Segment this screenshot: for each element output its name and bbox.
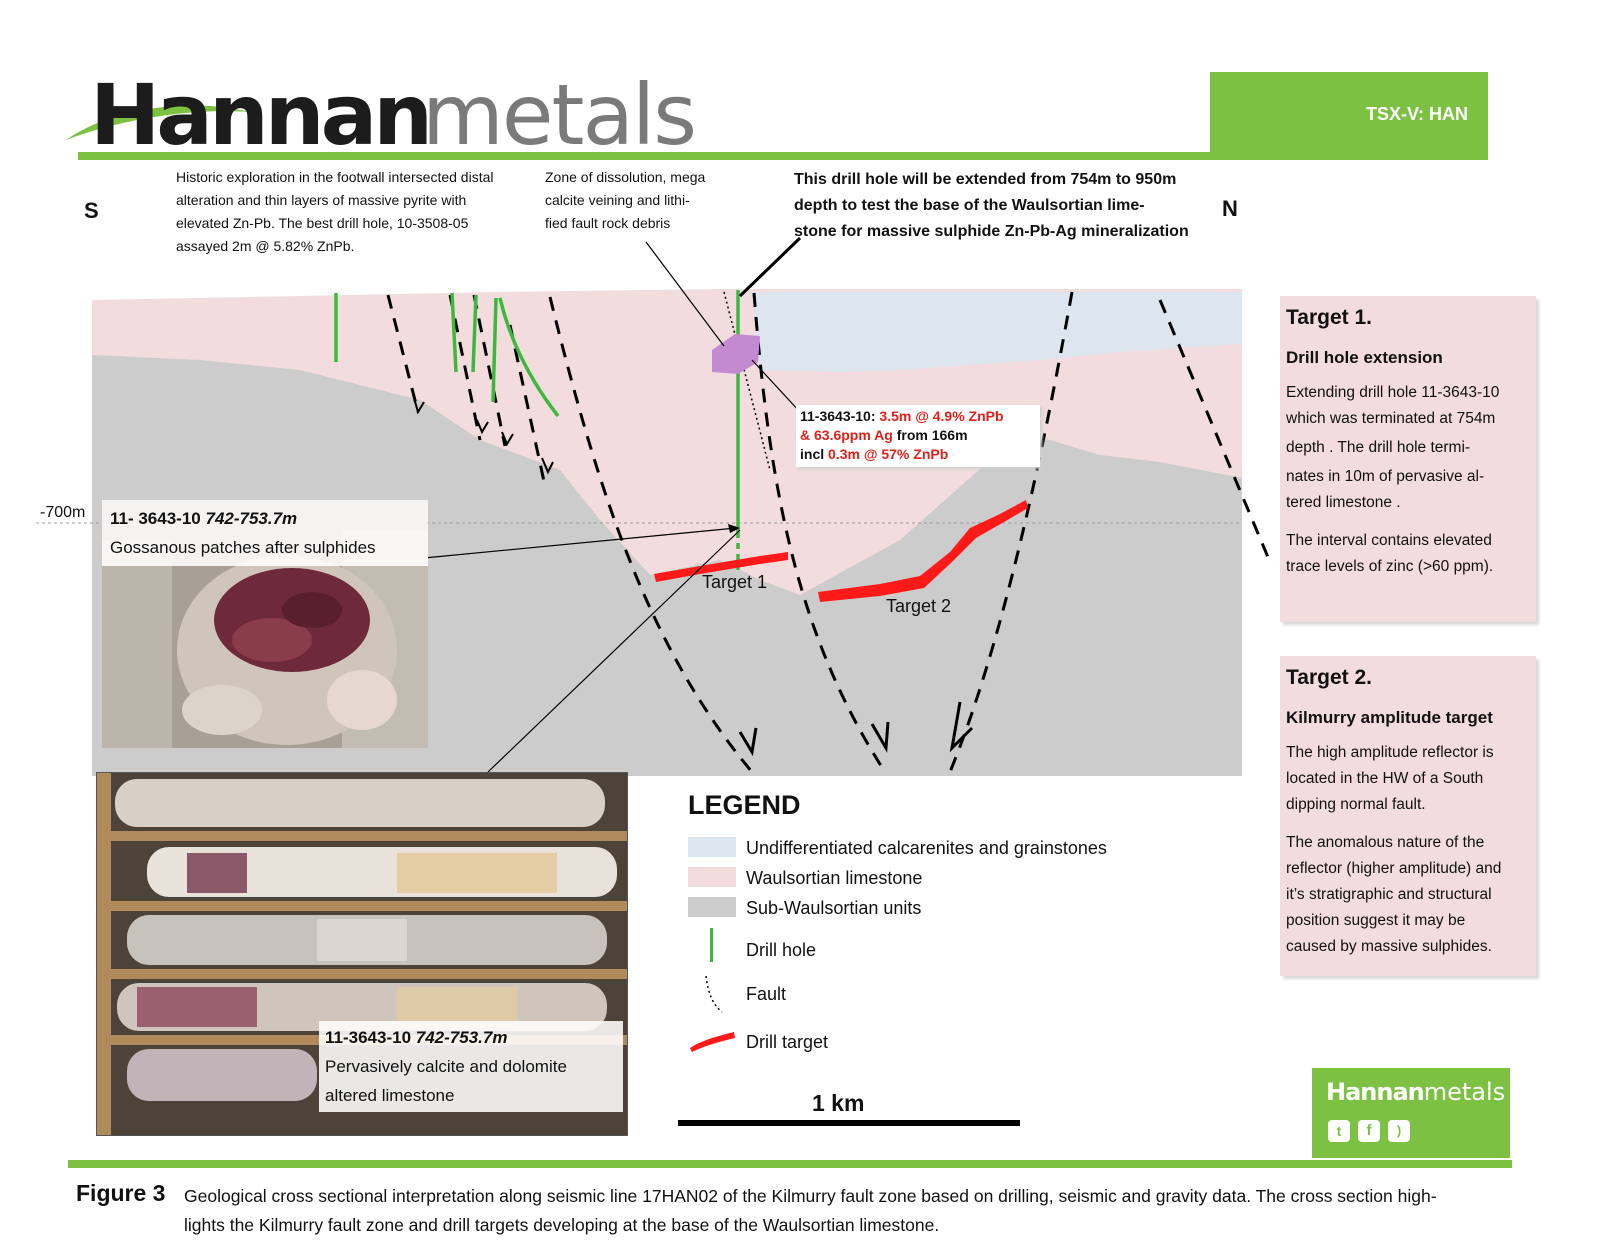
facebook-icon[interactable]: f [1358,1120,1380,1142]
twitter-icon[interactable]: t [1328,1120,1350,1142]
fault-line [508,324,547,487]
drill-hole [498,297,560,418]
logo-swoosh-icon [66,105,250,140]
target-2-panel: Target 2. Kilmurry amplitude target The … [1280,656,1536,976]
target-1 [654,552,788,582]
fault-line [752,292,887,773]
target-2-label: Target 2 [886,596,952,616]
footer-logo: Hannanmetals [1326,1078,1506,1106]
fault-swatch-icon [705,975,723,1013]
photo-caption-bottom: 11-3643-10 742-753.7m Pervasively calcit… [319,1021,623,1112]
footer-rule [68,1160,1512,1168]
legend-title: LEGEND [688,790,801,820]
leader-line-bold [738,236,802,298]
figure-label: Figure 3 [76,1180,166,1206]
ticker-banner: TSX-V: HAN [1210,72,1488,160]
panel-subtitle: Kilmurry amplitude target [1286,708,1493,727]
legend-swatch [688,837,736,857]
drill-hole [491,297,498,403]
panel-subtitle: Drill hole extension [1286,348,1443,367]
fault-dotted-line [723,291,771,471]
compass-south: S [84,198,99,223]
header-rule [78,152,1488,160]
legend-swatch [688,867,736,887]
fault-line [548,296,754,773]
fault-line [948,291,1074,773]
drill-extension-note: This drill hole will be extended from 75… [794,171,1189,240]
scale-bar [678,1120,1020,1126]
drill-target-swatch-icon [690,1032,735,1052]
fault-arrow-icon [541,457,554,475]
leader-line [487,529,741,773]
photo-caption-top: 11- 3643-10 742-753.7m Gossanous patches… [102,500,428,566]
fault-arrow-icon [870,721,890,753]
dissolution-zone [712,334,760,374]
footer-logo-box: Hannanmetals t f ) [1312,1068,1510,1158]
fault-arrow-icon [476,419,489,435]
depth-label: -700m [40,504,86,521]
drill-hole [471,294,478,373]
panel-title: Target 1. [1286,306,1372,329]
fault-line [472,294,507,447]
drill-hole [450,292,458,373]
fault-arrow-icon [949,701,974,753]
legend-swatch [688,897,736,917]
figure-caption: Geological cross sectional interpretatio… [184,1186,1437,1235]
fault-arrow-icon [738,727,758,757]
panel-title: Target 2. [1286,666,1372,689]
assay-label: 11-3643-10: 3.5m @ 4.9% ZnPb & 63.6ppm A… [796,405,1040,467]
leader-line [751,359,801,413]
ticker-label: TSX-V: HAN [1365,104,1468,124]
calcarenite-unit [752,292,1242,372]
drill-hole-swatch-icon [710,928,713,962]
logo-text-metals: metals [422,66,697,164]
core-photo-gossanous: 11- 3643-10 742-753.7m Gossanous patches… [102,500,428,748]
arrowhead-icon [728,524,740,533]
fault-arrow-icon [501,431,514,447]
company-logo: Hannan metals [64,66,704,164]
logo-text-hannan: Hannan [90,66,433,164]
compass-north: N [1222,196,1238,221]
historic-exploration-note: Historic exploration in the footwall int… [176,169,494,254]
legend: LEGEND Undifferentiated calcarenites and… [688,790,1168,1070]
fault-arrow-icon [413,397,425,415]
rss-icon[interactable]: ) [1388,1120,1410,1142]
fault-line [386,294,420,413]
dissolution-zone-note: Zone of dissolution, mega calcite veinin… [545,169,706,231]
core-photo-altered-limestone: 11-3643-10 742-753.7m Pervasively calcit… [96,772,628,1136]
target-2 [818,500,1028,602]
leader-line [423,527,737,559]
target-1-label: Target 1 [702,572,768,592]
scale-label: 1 km [812,1090,865,1116]
target-1-panel: Target 1. Drill hole extension Extending… [1280,296,1536,622]
leader-line [645,241,725,347]
